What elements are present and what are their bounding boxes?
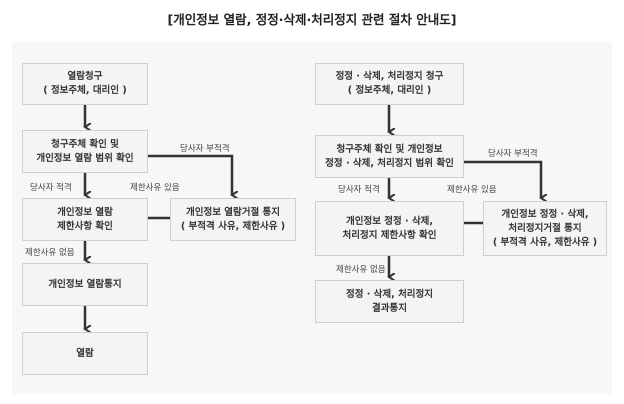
label-unrestricted: 제한사유 없음 (336, 265, 386, 275)
box-text: 정정 · 삭제, 처리정지 (345, 288, 434, 300)
box-text: 제한사항 확인 (57, 220, 113, 232)
box-text: 개인정보 정정 · 삭제, (501, 208, 589, 220)
label-restricted: 제한사유 있음 (130, 183, 180, 193)
label-ineligible: 당사자 부적격 (180, 144, 230, 154)
box-text: 청구주체 확인 및 개인정보 (336, 143, 443, 155)
box-text: 개인정보 정정 · 삭제, (345, 215, 434, 227)
box-text: 열람 (76, 347, 94, 359)
box-text: 처리정지 제한사항 확인 (342, 229, 437, 241)
label-restricted: 제한사유 있음 (447, 185, 497, 195)
box-text: 개인정보 열람 (57, 206, 113, 218)
box-text: ( 부적격 사유, 제한사유 ) (492, 236, 598, 248)
right-refusal-box: 개인정보 정정 · 삭제, 처리정지거절 통지 ( 부적격 사유, 제한사유 ) (483, 201, 607, 256)
box-text: 개인정보 열람거절 통지 (185, 206, 280, 218)
label-eligible: 당사자 적격 (338, 185, 380, 195)
left-request-box: 열람청구 ( 정보주체, 대리인 ) (22, 63, 148, 105)
page-title: [개인정보 열람, 정정·삭제·처리정지 관련 절차 안내도] (167, 12, 457, 27)
label-unrestricted: 제한사유 없음 (25, 248, 75, 258)
left-refusal-box: 개인정보 열람거절 통지 ( 부적격 사유, 제한사유 ) (170, 198, 296, 241)
box-text: 개인정보 열람통지 (48, 278, 122, 290)
box-text: 청구주체 확인 및 (51, 138, 119, 150)
box-text: 처리정지거절 통지 (508, 222, 582, 234)
left-view-box: 열람 (22, 332, 148, 375)
box-text: 정정 · 삭제, 처리정지 범위 확인 (325, 157, 454, 169)
box-text: ( 정보주체, 대리인 ) (347, 85, 432, 96)
right-restriction-box: 개인정보 정정 · 삭제, 처리정지 제한사항 확인 (315, 201, 464, 256)
left-notice-box: 개인정보 열람통지 (22, 263, 148, 306)
right-request-box: 정정 · 삭제, 처리정지 청구 ( 정보주체, 대리인 ) (315, 63, 464, 105)
arrow (464, 160, 541, 198)
label-ineligible: 당사자 부적격 (488, 149, 538, 159)
box-text: 결과통지 (372, 302, 407, 314)
box-text: ( 정보주체, 대리인 ) (43, 85, 127, 96)
box-text: 개인정보 열람 범위 확인 (36, 152, 134, 164)
box-text: 열람청구 (67, 71, 103, 82)
box-text: 정정 · 삭제, 처리정지 청구 (335, 71, 444, 82)
arrow (148, 154, 232, 195)
label-eligible: 당사자 적격 (30, 183, 72, 193)
box-text: ( 부적격 사유, 제한사유 ) (180, 220, 286, 232)
